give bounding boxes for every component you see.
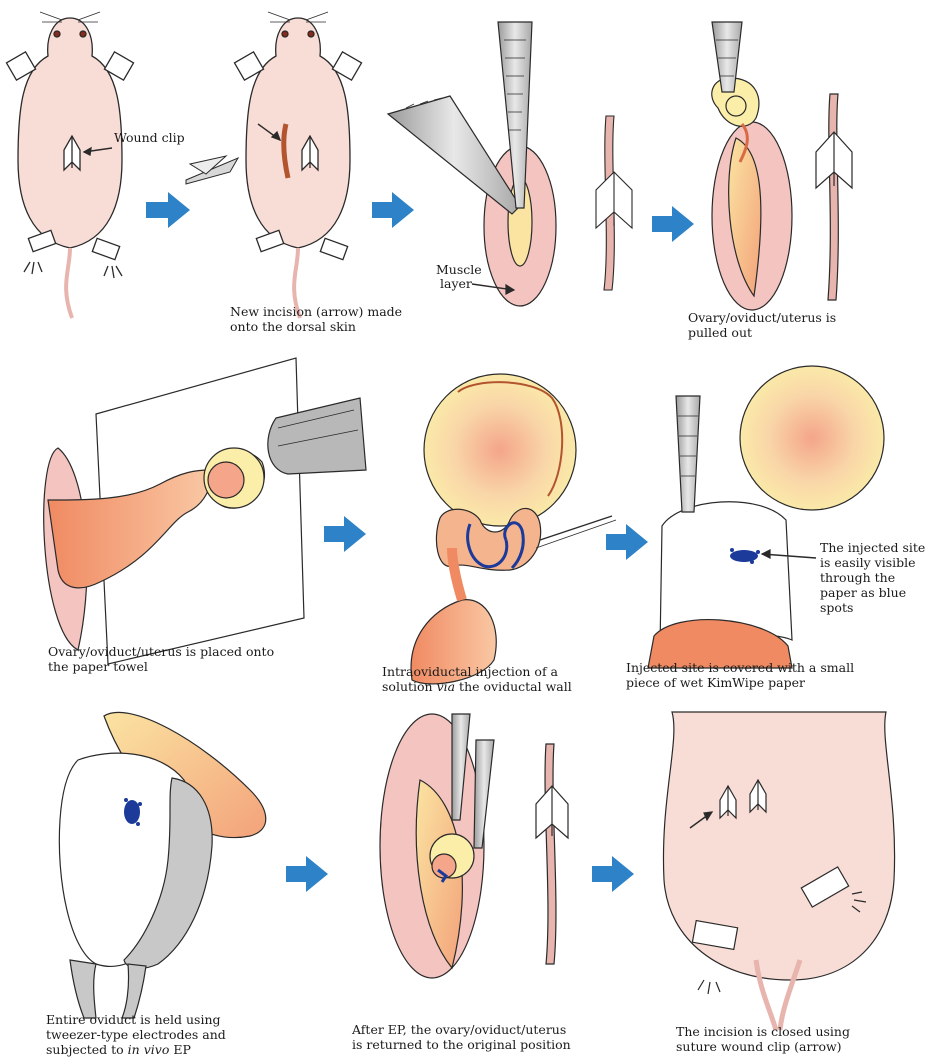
injected-line-2: is easily visible bbox=[820, 555, 925, 570]
muscle-label-2: layer bbox=[440, 276, 472, 291]
wound-clip-label: Wound clip bbox=[114, 130, 185, 145]
injected-line-3: through the bbox=[820, 570, 925, 585]
caption-returned: After EP, the ovary/oviduct/uterus is re… bbox=[352, 1022, 571, 1052]
caption-kimwipe-line-1: Injected site is covered with a small bbox=[626, 660, 854, 675]
caption-kimwipe-line-2: piece of wet KimWipe paper bbox=[626, 675, 854, 690]
caption-returned-line-1: After EP, the ovary/oviduct/uterus bbox=[352, 1022, 571, 1037]
caption-paper-line-2: the paper towel bbox=[48, 659, 274, 674]
injected-line-1: The injected site bbox=[820, 540, 925, 555]
caption-kimwipe: Injected site is covered with a small pi… bbox=[626, 660, 854, 690]
arrow-1-2 bbox=[146, 192, 190, 228]
caption-closed-line-2: suture wound clip (arrow) bbox=[676, 1039, 850, 1054]
caption-closed: The incision is closed using suture woun… bbox=[676, 1024, 850, 1054]
mouse-dorsal-2 bbox=[234, 12, 361, 318]
caption-electrodes: Entire oviduct is held using tweezer-typ… bbox=[46, 1012, 226, 1057]
caption-injection: Intraoviductal injection of a solution v… bbox=[382, 664, 572, 694]
caption-incision: New incision (arrow) made onto the dorsa… bbox=[230, 304, 402, 334]
caption-injection-line-2: solution via the oviductal wall bbox=[382, 679, 572, 694]
caption-electrodes-line-3: subjected to in vivo EP bbox=[46, 1042, 226, 1057]
caption-injection-text-b: the oviductal wall bbox=[455, 679, 572, 694]
caption-incision-line-2: onto the dorsal skin bbox=[230, 319, 402, 334]
injected-line-5: spots bbox=[820, 600, 925, 615]
caption-closed-line-1: The incision is closed using bbox=[676, 1024, 850, 1039]
caption-electrodes-italic: in vivo bbox=[128, 1042, 170, 1057]
caption-paper-towel: Ovary/oviduct/uterus is placed onto the … bbox=[48, 644, 274, 674]
arrow-9-10 bbox=[592, 856, 634, 892]
skin-strip-3 bbox=[596, 116, 632, 290]
caption-injection-italic: via bbox=[437, 679, 456, 694]
injected-line-4: paper as blue bbox=[820, 585, 925, 600]
arrow-3-4 bbox=[652, 206, 694, 242]
caption-returned-line-2: is returned to the original position bbox=[352, 1037, 571, 1052]
caption-incision-line-1: New incision (arrow) made bbox=[230, 304, 402, 319]
kimwipe-scene bbox=[648, 366, 884, 668]
caption-electrodes-text-b: EP bbox=[169, 1042, 191, 1057]
wound-clip-drawing bbox=[186, 156, 238, 184]
caption-pulled-out: Ovary/oviduct/uterus is pulled out bbox=[688, 310, 836, 340]
caption-electrodes-line-2: tweezer-type electrodes and bbox=[46, 1027, 226, 1042]
caption-injection-line-1: Intraoviductal injection of a bbox=[382, 664, 572, 679]
mouse-closed bbox=[663, 712, 894, 1030]
arrow-2-3 bbox=[372, 192, 414, 228]
electrode-scene bbox=[59, 712, 265, 1018]
injected-site-label: The injected site is easily visible thro… bbox=[820, 540, 925, 615]
ovary-pulled-out bbox=[712, 22, 852, 310]
muscle-label-1: Muscle bbox=[436, 262, 482, 277]
caption-pulled-line-2: pulled out bbox=[688, 325, 836, 340]
caption-pulled-line-1: Ovary/oviduct/uterus is bbox=[688, 310, 836, 325]
mouse-dorsal-1 bbox=[6, 12, 133, 318]
paper-towel-scene bbox=[44, 358, 366, 664]
caption-injection-text-a: solution bbox=[382, 679, 437, 694]
caption-paper-line-1: Ovary/oviduct/uterus is placed onto bbox=[48, 644, 274, 659]
injection-scene bbox=[411, 374, 616, 684]
arrow-5-6 bbox=[324, 516, 366, 552]
caption-electrodes-text-a: subjected to bbox=[46, 1042, 128, 1057]
arrow-6-7 bbox=[606, 524, 648, 560]
return-scene bbox=[380, 714, 568, 978]
arrow-8-9 bbox=[286, 856, 328, 892]
caption-electrodes-line-1: Entire oviduct is held using bbox=[46, 1012, 226, 1027]
